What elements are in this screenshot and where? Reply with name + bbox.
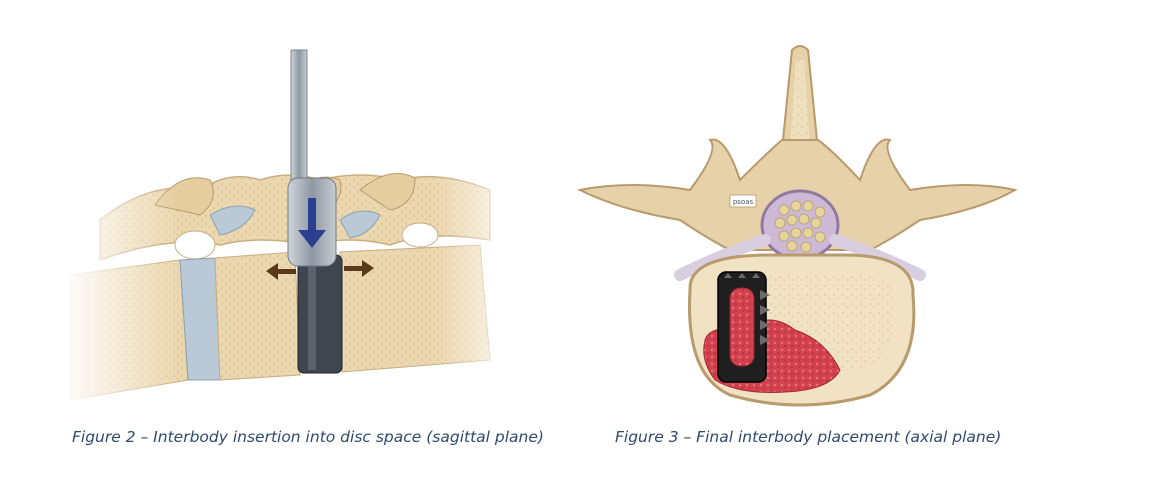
sagittal-spine-svg (60, 30, 530, 410)
cage-graft-window (729, 287, 755, 367)
cage-teeth (724, 273, 770, 345)
nerve-root-left (674, 234, 771, 281)
figure-2-illustration (60, 30, 530, 410)
figure-3-caption: Figure 3 – Final interbody placement (ax… (615, 428, 1002, 446)
psoas-label-box (729, 194, 757, 208)
nerve-rootlets (774, 200, 826, 253)
nerve-root-right (829, 234, 926, 281)
figure-3-illustration: psoas (570, 40, 1030, 420)
axial-vertebra-svg: psoas (576, 45, 1018, 407)
spinal-canal (760, 189, 840, 261)
psoas-label: psoas (733, 198, 754, 206)
figure-2-caption: Figure 2 – Interbody insertion into disc… (72, 428, 544, 446)
